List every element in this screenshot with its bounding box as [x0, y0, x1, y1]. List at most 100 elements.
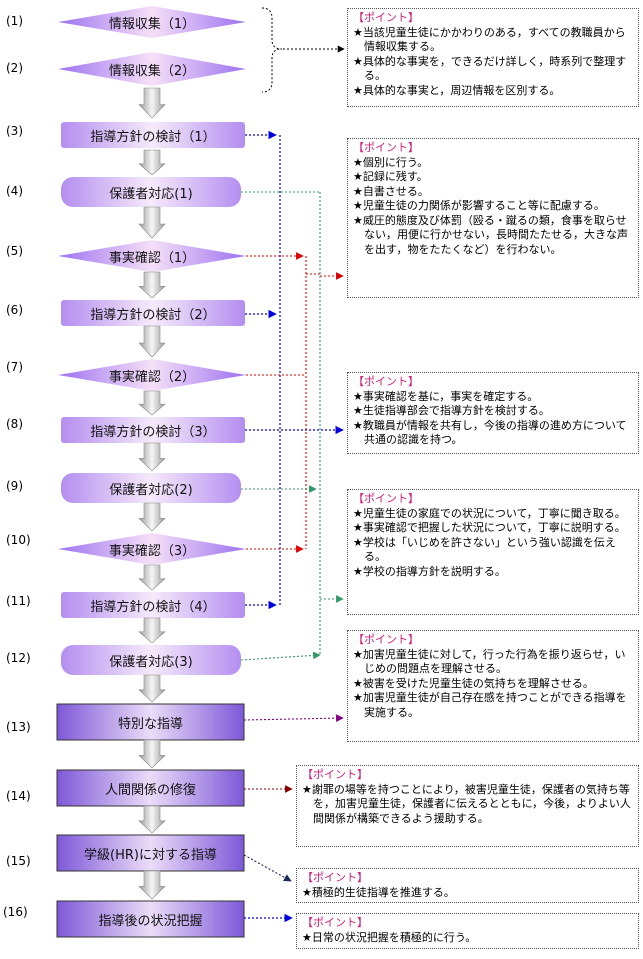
- step-9: 保護者対応(2): [61, 473, 241, 503]
- step-number: (10): [6, 533, 31, 547]
- point-line: ★謝罪の場等を持つことにより，被害児童生徒，保護者の気持ち等を，加害児童生徒，保…: [302, 782, 631, 825]
- point-line: ★事実確認を基に，事実を確定する。: [353, 389, 539, 403]
- step-number: (2): [6, 61, 23, 75]
- step-10: 事実確認（3）: [58, 533, 246, 565]
- step-number: (7): [6, 360, 23, 374]
- point-line: ★日常の状況把握を積極的に行う。: [302, 930, 477, 944]
- point-line: ★具体的な事実を，できるだけ詳しく，時系列で整理する。: [353, 54, 627, 83]
- point-line: ★加害児童生徒に対して，行った行為を振り返らせ，いじめの問題点を理解させる。: [353, 647, 626, 676]
- point-box-7: 【ポイント】 ★積極的生徒指導を推進する。: [296, 868, 639, 903]
- step-label: 保護者対応(2): [109, 482, 193, 498]
- step-number: (13): [6, 720, 31, 734]
- down-arrow-10: [138, 617, 166, 644]
- step-shape-8: [61, 417, 245, 443]
- step-shape-2: [58, 52, 246, 86]
- point-box-4: 【ポイント】 ★児童生徒の家庭での状況について，丁寧に聞き取る。 ★事実確認で把…: [347, 489, 639, 615]
- step-shape-13: [56, 703, 245, 741]
- step-11: 指導方針の検討（4）: [61, 592, 245, 618]
- bracket: [261, 7, 283, 93]
- point-line: ★当該児童生徒にかかわりのある，すべての教職員から情報収集する。: [353, 25, 626, 54]
- step-shape-12: [61, 645, 241, 675]
- step-shape-7: [58, 359, 246, 391]
- step-label: 学級(HR)に対する指導: [84, 847, 217, 863]
- step-16: 指導後の状況把握: [57, 901, 244, 937]
- step-8: 指導方針の検討（3）: [61, 417, 245, 443]
- step-number: (16): [3, 905, 28, 919]
- point-box-8: 【ポイント】 ★日常の状況把握を積極的に行う。: [296, 913, 639, 949]
- step-shape-16: [56, 900, 245, 938]
- down-arrow-12: [138, 739, 166, 769]
- step-number: (15): [6, 854, 31, 868]
- down-arrow-11: [138, 674, 166, 703]
- step-7: 事実確認（2）: [58, 359, 246, 391]
- step-12: 保護者対応(3): [61, 645, 241, 675]
- point-line: ★積極的生徒指導を推進する。: [302, 885, 455, 899]
- point-line: ★加害児童生徒が自己存在感を持つことができる指導を実施する。: [353, 691, 627, 719]
- point-box-5: 【ポイント】 ★加害児童生徒に対して，行った行為を振り返らせ，いじめの問題点を理…: [347, 630, 639, 742]
- point-line: ★威圧的態度及び体罰（殴る・蹴るの類，食事を取らせない，用便に行かせない，長時間…: [353, 213, 628, 256]
- step-shape-3: [61, 122, 245, 148]
- down-arrow-1: [138, 87, 166, 119]
- connector-red: [246, 252, 344, 553]
- point-box-2: 【ポイント】 ★個別に行う。 ★記録に残す。 ★自書させる。 ★児童生徒の力関係…: [347, 138, 639, 298]
- down-arrow-3: [138, 206, 166, 239]
- step-number: (8): [6, 417, 23, 431]
- step-number: (3): [6, 124, 23, 138]
- point-line: ★児童生徒の家庭での状況について，丁寧に聞き取る。: [353, 506, 626, 520]
- step-shape-6: [61, 300, 245, 326]
- point-line: ★記録に残す。: [353, 170, 428, 183]
- point-line: ★被害を受けた児童生徒の気持ちを理解させる。: [353, 676, 594, 690]
- point-title: 【ポイント】: [353, 11, 419, 24]
- step-number: (5): [6, 244, 23, 258]
- down-arrow-8: [138, 502, 166, 532]
- step-4: 保護者対応(1): [61, 177, 241, 207]
- point-title: 【ポイント】: [353, 375, 419, 388]
- step-number: (14): [6, 789, 31, 803]
- down-arrow-5: [138, 325, 166, 358]
- point-title: 【ポイント】: [353, 141, 419, 154]
- point-title: 【ポイント】: [353, 633, 419, 646]
- connector-green: [240, 191, 344, 661]
- step-shape-11: [61, 592, 245, 618]
- step-label: 指導方針の検討（1）: [90, 129, 216, 145]
- point-line: ★教職員が情報を共有し，今後の指導の進め方について共通の認識を持つ。: [353, 418, 627, 447]
- point-line: ★具体的な事実と，周辺情報を区別する。: [353, 83, 561, 97]
- point-box-1: 【ポイント】 ★当該児童生徒にかかわりのある，すべての教職員から情報収集する。 …: [347, 8, 639, 107]
- step-5: 事実確認（1）: [58, 240, 246, 272]
- point-box-3: 【ポイント】 ★事実確認を基に，事実を確定する。 ★生徒指導部会で指導方針を検討…: [347, 372, 639, 454]
- down-arrow-6: [138, 390, 166, 416]
- point-box-6: 【ポイント】 ★謝罪の場等を持つことにより，被害児童生徒，保護者の気持ち等を，加…: [296, 765, 639, 847]
- point-line: ★生徒指導部会で指導方針を検討する。: [353, 404, 550, 417]
- step-shape-5: [58, 240, 246, 272]
- step-label: 指導後の状況把握: [98, 913, 203, 929]
- step-number: (4): [6, 184, 23, 198]
- step-number: (12): [6, 651, 31, 665]
- step-number: (1): [6, 14, 23, 28]
- point-line: ★学校は「いじめを許さない」という強い認識を伝える。: [353, 535, 616, 564]
- connector-navy: [243, 854, 292, 882]
- point-title: 【ポイント】: [302, 916, 368, 929]
- step-shape-14: [56, 769, 245, 807]
- step-label: 指導方針の検討（4）: [90, 599, 216, 615]
- step-shape-4: [61, 177, 241, 207]
- step-3: 指導方針の検討（1）: [61, 122, 245, 148]
- down-arrow-7: [138, 442, 166, 472]
- step-label: 情報収集（2）: [108, 63, 196, 79]
- down-arrow-14: [138, 870, 166, 900]
- step-6: 指導方針の検討（2）: [61, 300, 245, 326]
- point-line: ★学校の指導方針を説明する。: [353, 564, 506, 578]
- step-number: (6): [6, 303, 23, 317]
- step-label: 人間関係の修復: [104, 782, 196, 798]
- step-shape-15: [56, 834, 245, 872]
- step-15: 学級(HR)に対する指導: [57, 835, 244, 871]
- step-label: 保護者対応(1): [109, 186, 193, 202]
- connector-blue: [245, 130, 344, 610]
- step-label: 保護者対応(3): [109, 654, 193, 670]
- step-label: 事実確認（1）: [108, 250, 196, 266]
- step-number: (9): [6, 479, 23, 493]
- step-label: 特別な指導: [117, 716, 183, 732]
- step-label: 情報収集（1）: [108, 16, 196, 32]
- point-title: 【ポイント】: [353, 492, 419, 505]
